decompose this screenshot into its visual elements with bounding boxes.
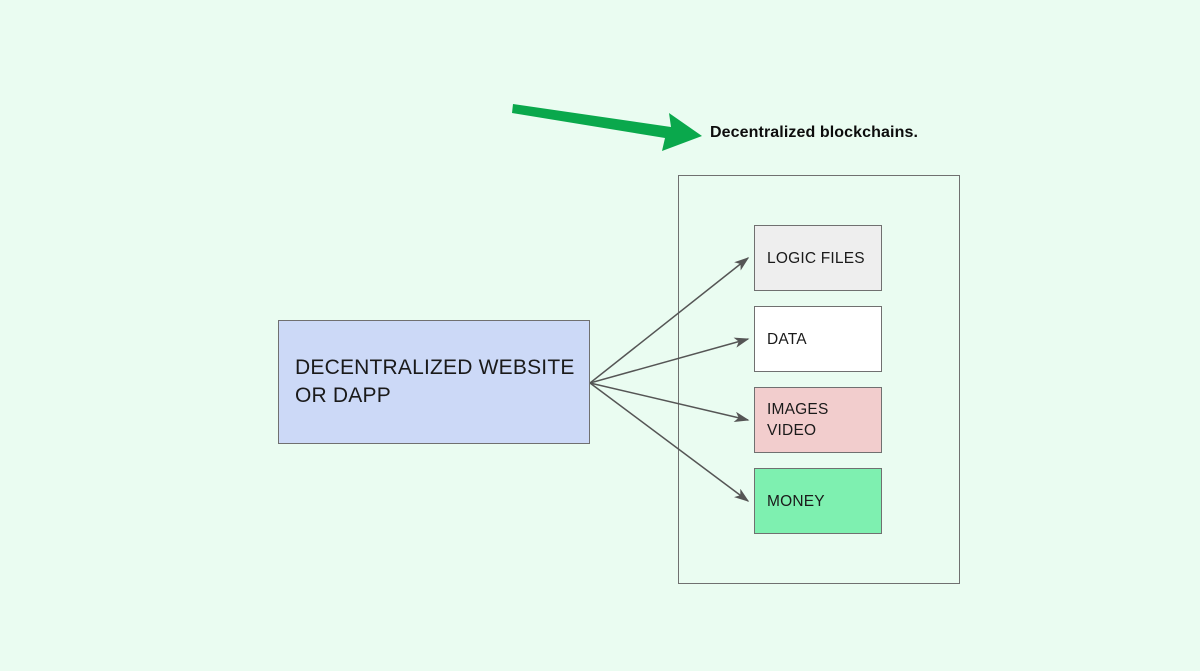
node-decentralized-website[interactable]: DECENTRALIZED WEBSITE OR DAPP: [278, 320, 590, 444]
node-images-video[interactable]: IMAGES VIDEO: [754, 387, 882, 453]
green-pointer-arrow: [512, 104, 702, 151]
node-data[interactable]: DATA: [754, 306, 882, 372]
callout-label: Decentralized blockchains.: [710, 124, 919, 141]
node-money[interactable]: MONEY: [754, 468, 882, 534]
node-logic-files[interactable]: LOGIC FILES: [754, 225, 882, 291]
